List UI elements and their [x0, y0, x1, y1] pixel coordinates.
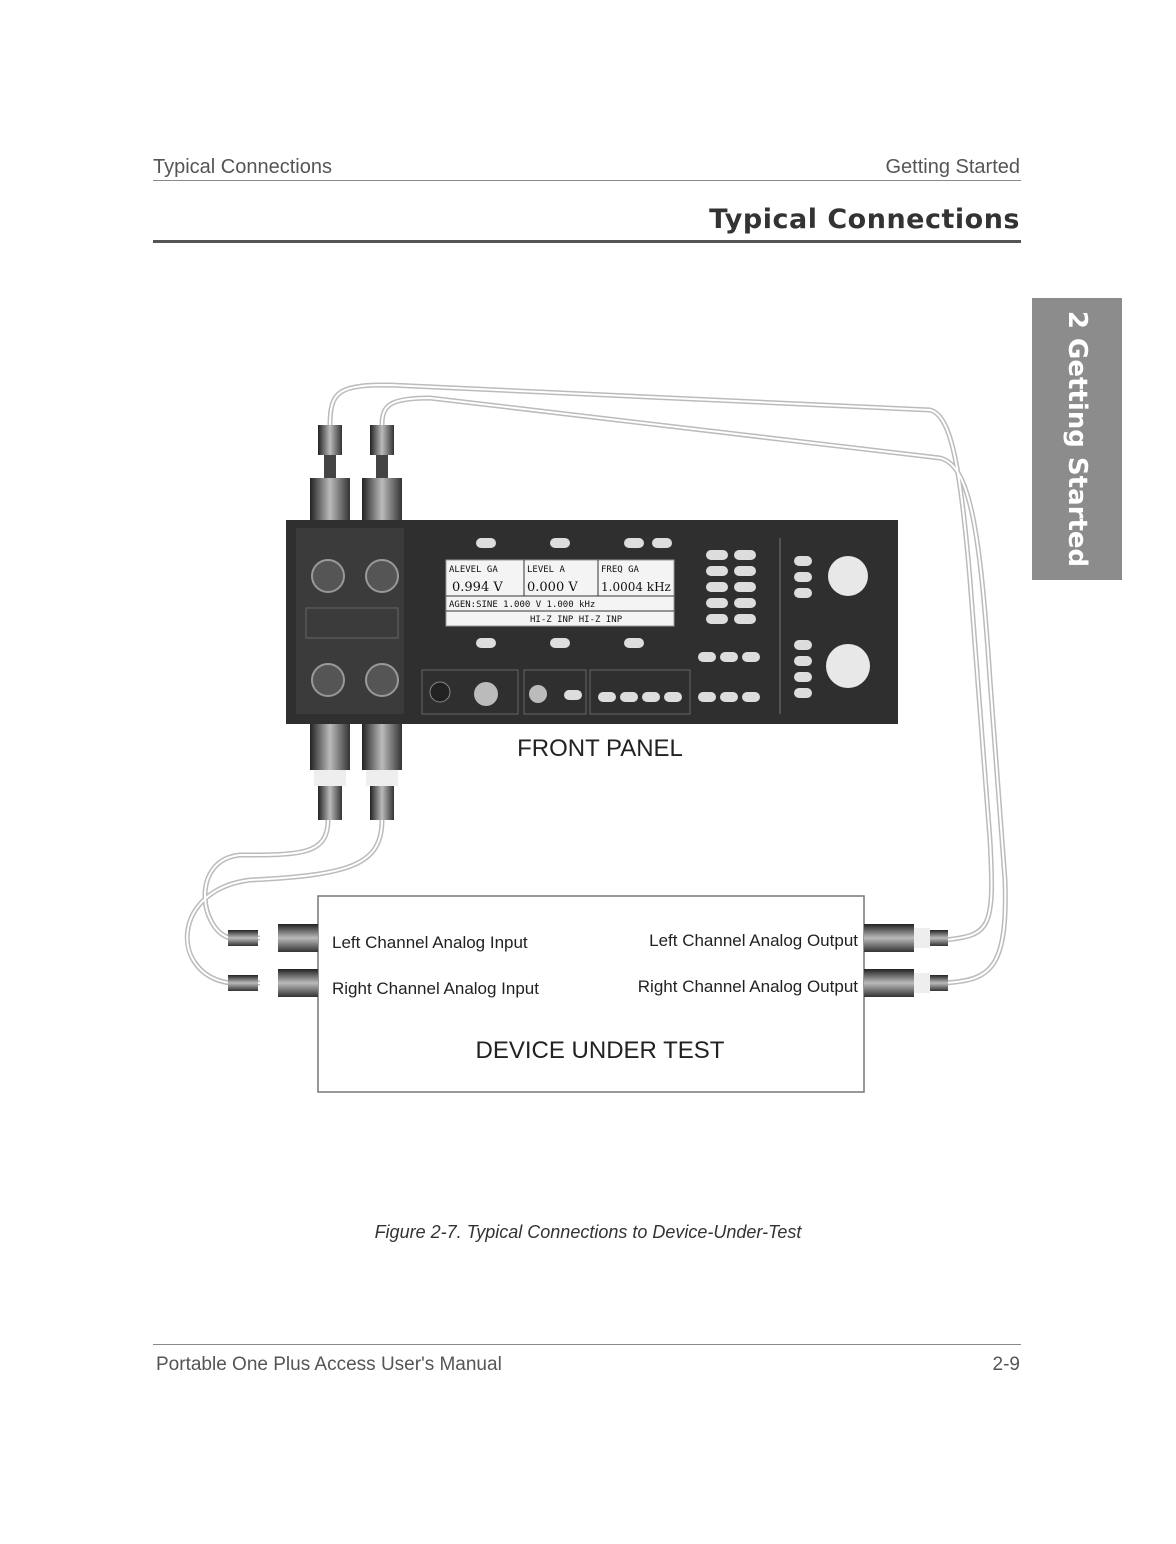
frequency-knob: [828, 556, 868, 596]
dut-left-input-label: Left Channel Analog Input: [332, 933, 528, 952]
running-header-left: Typical Connections: [153, 156, 332, 178]
dut-output-plugs: [864, 924, 948, 997]
generator-output-plugs: [310, 724, 402, 820]
connection-figure: ALEVEL GA LEVEL A FREQ GA 0.994 V 0.000 …: [150, 280, 1030, 1120]
analyzer-input-b-connector: [365, 559, 399, 593]
header-rule: [153, 180, 1021, 181]
function-buttons: [698, 550, 760, 702]
lcd-r1c1: ALEVEL GA: [449, 565, 498, 575]
generator-output-b-connector: [365, 663, 399, 697]
front-panel-label: FRONT PANEL: [517, 735, 683, 762]
dut-right-input-label: Right Channel Analog Input: [332, 979, 539, 998]
lcd-r4: HI-Z INP HI-Z INP: [530, 615, 623, 625]
lcd-r2c1: 0.994 V: [452, 580, 503, 595]
dut-right-output-label: Right Channel Analog Output: [638, 977, 858, 996]
lcd-r1c3: FREQ GA: [601, 565, 640, 575]
analyzer-input-a-connector: [311, 559, 345, 593]
page-number: 2-9: [992, 1354, 1020, 1375]
lcd-r2c3: 1.0004 kHz: [601, 580, 671, 594]
lcd-r3: AGEN:SINE 1.000 V 1.000 kHz: [449, 600, 595, 610]
section-title: Typical Connections: [709, 204, 1020, 235]
dut-left-output-label: Left Channel Analog Output: [649, 931, 858, 950]
device-under-test: Left Channel Analog Input Right Channel …: [317, 895, 865, 1093]
analyzer-input-plugs: [310, 425, 402, 526]
lower-controls: [421, 669, 691, 715]
chapter-tab-label: 2 Getting Started: [1062, 310, 1092, 568]
footer-manual-title: Portable One Plus Access User's Manual: [156, 1354, 502, 1375]
lcd-display: ALEVEL GA LEVEL A FREQ GA 0.994 V 0.000 …: [445, 559, 675, 627]
chapter-tab: 2 Getting Started: [1032, 298, 1122, 580]
lcd-r2c2: 0.000 V: [527, 580, 578, 595]
dut-box: [317, 895, 865, 1093]
section-rule: [153, 240, 1021, 243]
running-header-right: Getting Started: [885, 156, 1020, 178]
plug-top-left: [318, 425, 342, 455]
front-panel-instrument: ALEVEL GA LEVEL A FREQ GA 0.994 V 0.000 …: [286, 520, 898, 724]
lcd-r1c2: LEVEL A: [527, 565, 566, 575]
footer-rule: [153, 1344, 1021, 1345]
dut-title: DEVICE UNDER TEST: [476, 1037, 725, 1064]
figure-caption: Figure 2-7. Typical Connections to Devic…: [374, 1222, 802, 1242]
display-softkeys: [476, 538, 672, 648]
amplitude-section: [794, 640, 870, 698]
amplitude-knob: [826, 644, 870, 688]
dut-input-plugs: [228, 924, 318, 997]
plug-top-right: [362, 478, 402, 526]
frequency-section: [794, 556, 868, 598]
connection-diagram: ALEVEL GA LEVEL A FREQ GA 0.994 V 0.000 …: [184, 382, 1008, 1093]
generator-output-a-connector: [311, 663, 345, 697]
